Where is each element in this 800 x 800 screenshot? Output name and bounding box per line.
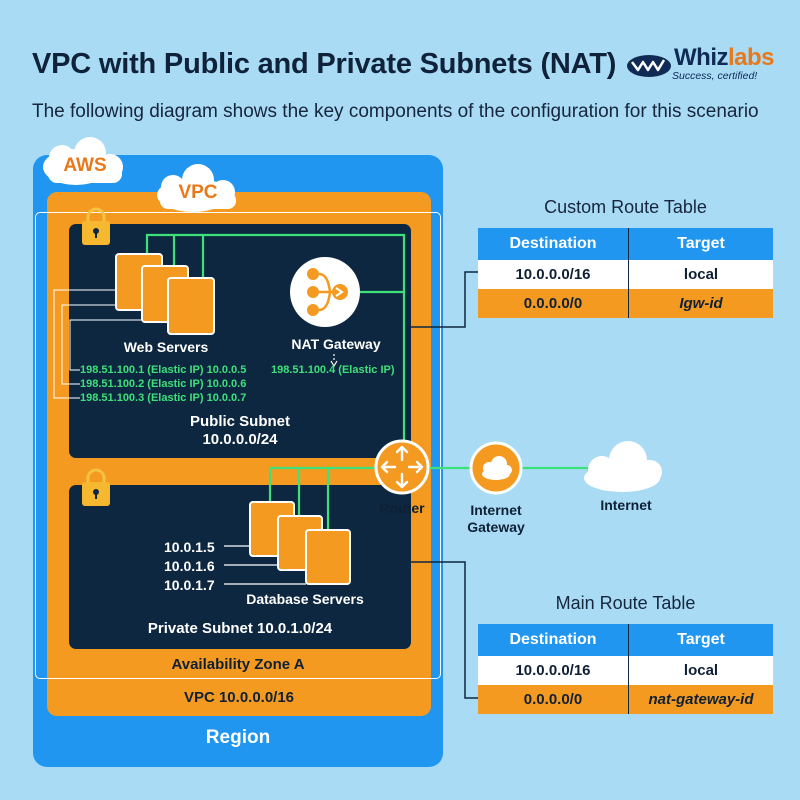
logo-word-accent: labs [727,44,775,71]
logo-tagline: Success, certified! [672,70,758,82]
db-server-ip-3: 10.0.1.7 [164,577,215,593]
nat-gateway-icon [290,257,360,327]
internet-label: Internet [600,497,652,513]
nat-elastic-ip: 198.51.100.4 (Elastic IP) [271,364,395,376]
main-row-2-target: nat-gateway-id [628,685,773,714]
private-subnet-box [69,485,411,649]
aws-cloud-icon [43,137,123,185]
web-server-icons [115,253,215,335]
public-subnet-lock-icon [82,207,110,245]
router-icon [374,439,430,495]
page-title: VPC with Public and Private Subnets (NAT… [32,48,617,80]
table-row: 0.0.0.0/0 Igw-id [478,289,773,318]
custom-header-destination: Destination [478,228,629,260]
availability-zone-outline [35,212,441,679]
logo-wordmark: Whizlabs [674,44,775,72]
main-route-table-header: Destination Target [478,624,773,656]
main-header-target: Target [628,624,773,656]
db-server-ip-1: 10.0.1.5 [164,539,215,555]
public-subnet-name: Public Subnet [189,413,290,430]
public-subnet-cidr: 10.0.0.0/24 [202,431,278,448]
custom-row-1-target: local [628,260,773,289]
main-route-table: Destination Target 10.0.0.0/16 local 0.0… [478,624,773,714]
custom-row-1-destination: 10.0.0.0/16 [478,260,629,289]
main-route-table-title: Main Route Table [555,593,696,613]
private-subnet-label: Private Subnet 10.0.1.0/24 [147,620,333,637]
availability-zone-label: Availability Zone A [171,656,305,673]
internet-gateway-label: Internet Gateway [446,502,546,536]
nat-ip-arrow [330,354,338,368]
database-server-icons [249,501,351,585]
main-row-2-destination: 0.0.0.0/0 [478,685,629,714]
route-table-connectors [411,271,478,699]
web-server-ip-2: 198.51.100.2 (Elastic IP) 10.0.0.6 [80,378,247,390]
custom-route-table-header: Destination Target [478,228,773,260]
custom-row-2-target: Igw-id [628,289,773,318]
page-subtitle: The following diagram shows the key comp… [32,101,759,122]
router-label: Router [379,500,425,516]
vpc-cloud-icon [157,164,236,212]
main-row-1-destination: 10.0.0.0/16 [478,656,629,685]
aws-label: AWS [63,155,107,176]
custom-route-table-title: Custom Route Table [544,197,707,217]
web-server-ip-1: 198.51.100.1 (Elastic IP) 10.0.0.5 [80,364,247,376]
custom-row-2-destination: 0.0.0.0/0 [478,289,629,318]
green-route-lines [145,233,590,530]
whizlabs-emblem-icon [627,55,671,77]
private-subnet-lock-icon [82,468,110,506]
public-subnet-label: Public Subnet 10.0.0.0/24 [69,413,411,449]
logo-word-main: Whiz [674,44,728,71]
internet-gateway-label-line-1: Internet [470,502,522,518]
vpc-cidr-label: VPC 10.0.0.0/16 [183,689,295,706]
internet-cloud-icon [584,441,662,492]
internet-gateway-label-line-2: Gateway [467,519,525,535]
whizlabs-logo: Whizlabs Success, certified! [626,44,776,84]
table-row: 0.0.0.0/0 nat-gateway-id [478,685,773,714]
main-row-1-target: local [628,656,773,685]
vpc-label: VPC [178,182,218,203]
region-label: Region [205,727,271,748]
web-server-ip-connectors [53,289,166,399]
nat-gateway-label: NAT Gateway [291,336,381,352]
web-servers-label: Web Servers [123,339,209,355]
internet-gateway-icon [469,441,523,495]
table-row: 10.0.0.0/16 local [478,656,773,685]
web-server-ip-3: 198.51.100.3 (Elastic IP) 10.0.0.7 [80,392,247,404]
custom-header-target: Target [628,228,773,260]
table-row: 10.0.0.0/16 local [478,260,773,289]
database-servers-label: Database Servers [246,591,364,607]
custom-route-table: Destination Target 10.0.0.0/16 local 0.0… [478,228,773,318]
db-server-ip-2: 10.0.1.6 [164,558,215,574]
db-ip-connectors [224,545,306,585]
main-header-destination: Destination [478,624,629,656]
